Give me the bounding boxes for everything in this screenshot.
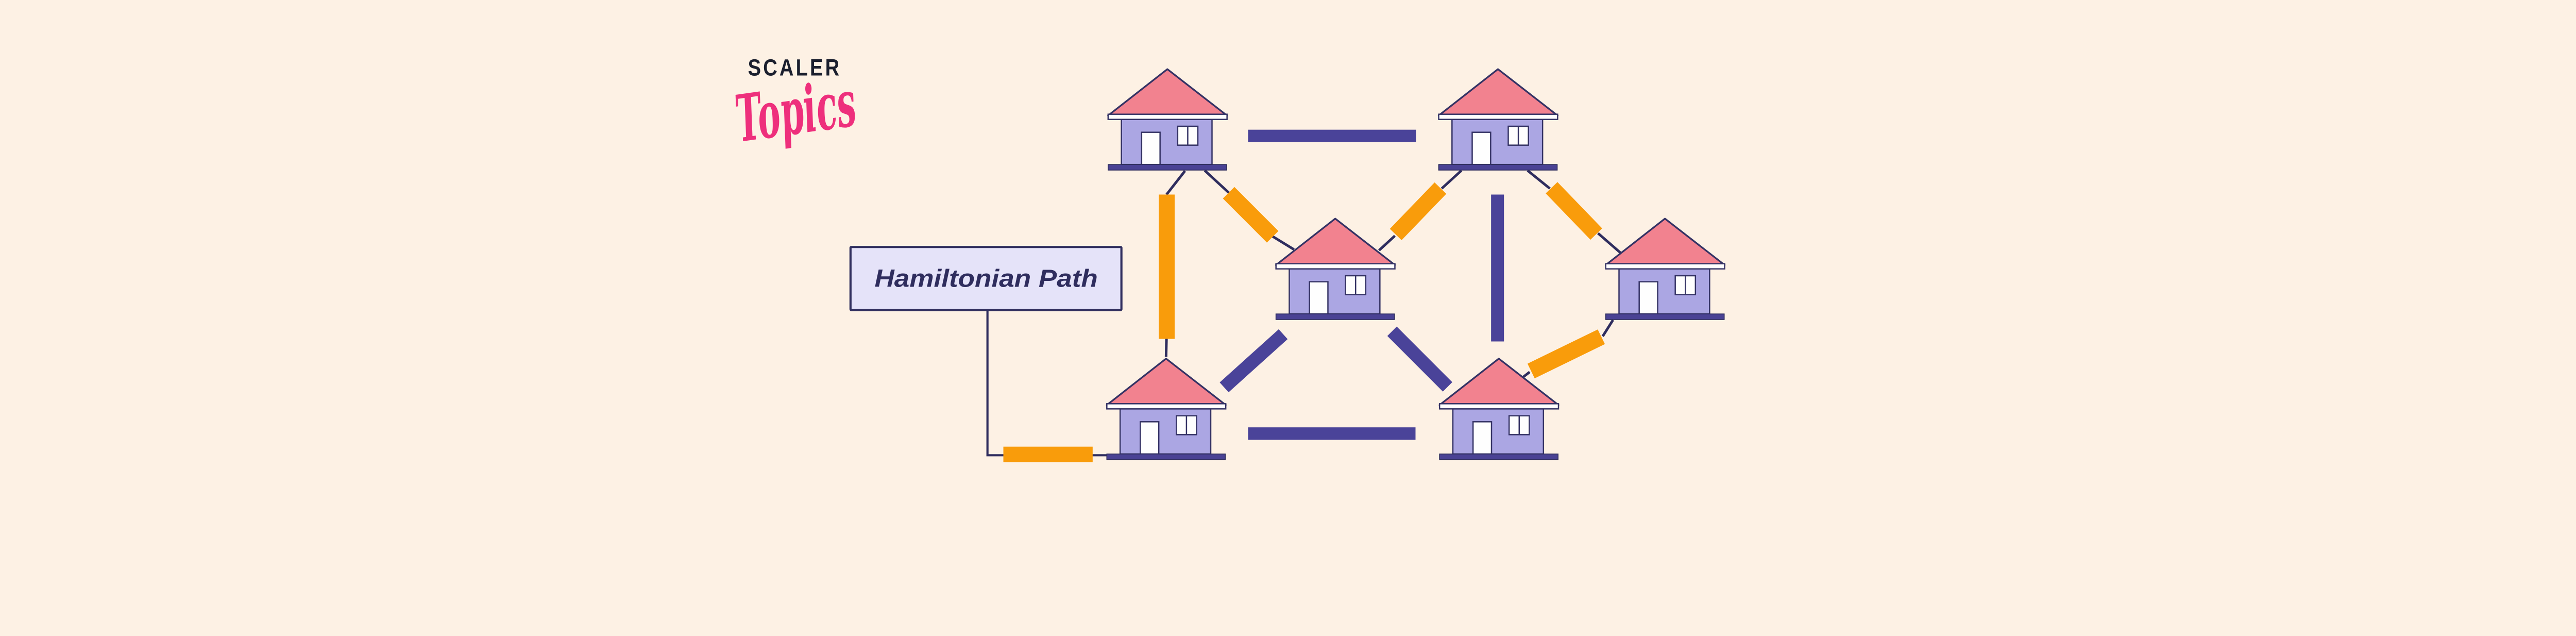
path-bottomleft-topleft [1159,194,1175,339]
path-topright-center [1389,182,1447,240]
link-orange-to-center-left [1268,233,1295,251]
link-topleft-to-vertical-orange [1165,170,1186,196]
house-door [1638,281,1658,315]
house-door [1140,421,1160,455]
house-base [1275,313,1395,320]
house-eave [1438,403,1560,410]
path-topright-right [1546,182,1602,240]
house-base [1605,313,1725,320]
path-topleft-center [1223,187,1279,243]
house-door [1471,131,1492,165]
house-door [1309,281,1329,315]
path-right-bottomcenter [1527,329,1605,379]
house-base [1438,164,1558,171]
illustration-canvas: Hamiltonian Path SCALER Topics [731,54,1726,462]
edge-center-bottomleft [1219,329,1288,393]
house-eave [1106,403,1227,410]
hamiltonian-path-label: Hamiltonian Path [849,246,1123,311]
house-top-left [1107,68,1228,171]
house-eave [1275,263,1396,270]
graph-of-houses [986,68,1726,462]
logo-word-scaler: SCALER [748,55,842,81]
link-topright-to-orange-right [1527,169,1551,190]
house-base [1108,164,1227,171]
edge-topright-bottomcenter [1491,194,1504,342]
house-eave [1107,113,1228,120]
hamiltonian-path-diagram: Hamiltonian Path SCALER Topics [731,54,1726,462]
edge-topleft-topright [1248,129,1416,142]
link-topright-to-orange-left [1440,169,1463,190]
link-orange-to-right-roof [1597,232,1622,255]
logo-word-topics: Topics [731,66,860,157]
link-topleft-to-orange [1204,169,1233,197]
house-base [1106,453,1226,460]
link-right-base-to-orange [1601,319,1614,337]
house-right [1604,217,1726,320]
label-box-text: Hamiltonian Path [875,265,1098,293]
link-orange-to-center-right [1378,235,1396,252]
edge-center-bottomcenter [1387,326,1452,392]
house-bottom-left [1106,358,1227,460]
edge-bottomleft-bottomcenter [1248,427,1416,440]
path-start-bottomleft [1003,446,1093,462]
label-box [849,246,1123,311]
house-eave [1438,113,1558,120]
house-center [1275,217,1396,320]
house-bottom-center [1438,358,1560,460]
scaler-topics-logo: SCALER Topics [731,55,860,157]
house-door [1472,421,1493,455]
house-eave [1605,263,1725,270]
house-top-right [1437,68,1558,171]
house-base [1439,453,1558,460]
house-door [1141,131,1161,165]
